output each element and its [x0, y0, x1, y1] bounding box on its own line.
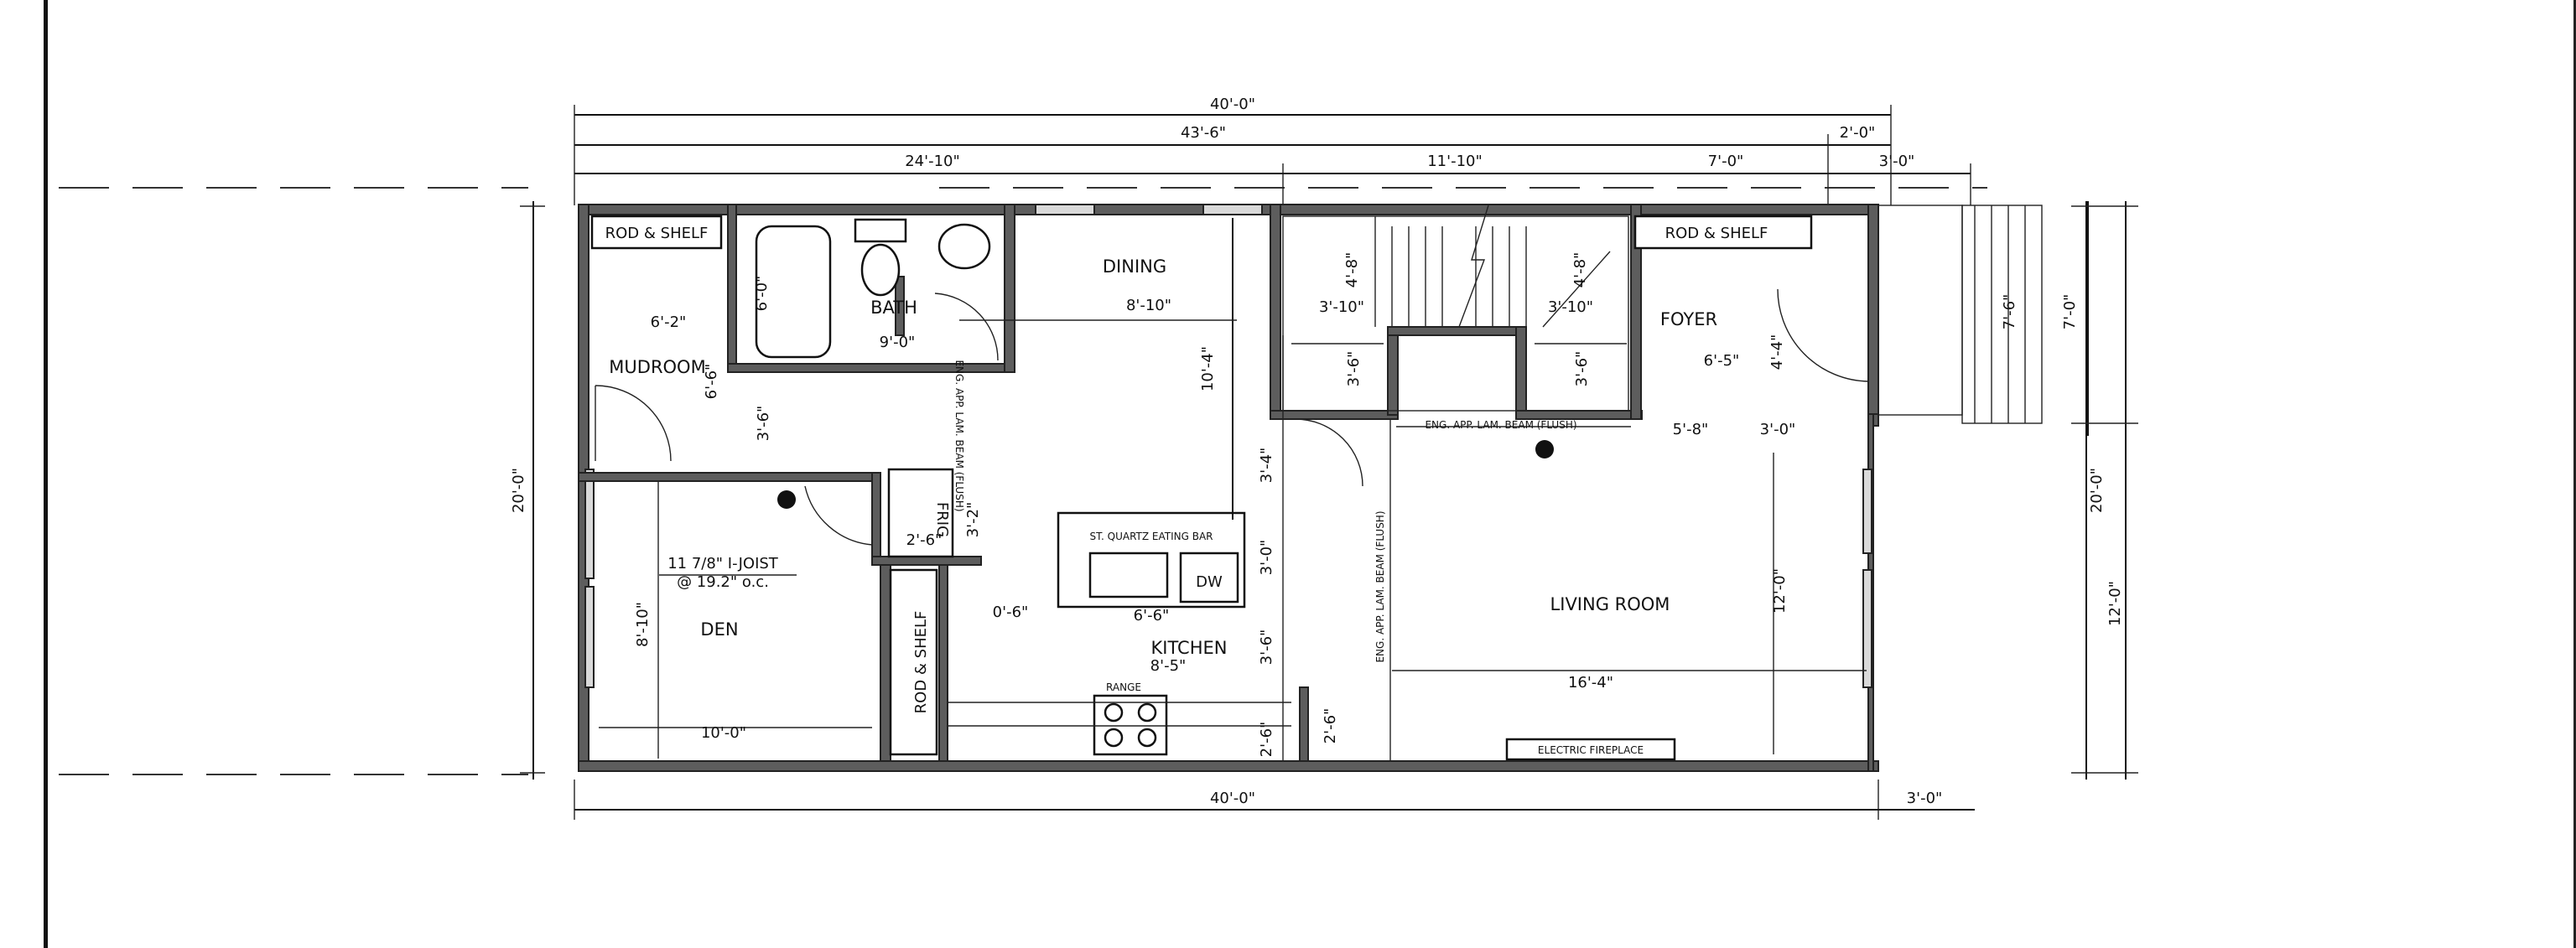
label-beam-flush: ENG. APP. LAM. BEAM (FLUSH) — [1425, 419, 1576, 431]
dim-dining-height: 10'-4" — [1199, 346, 1217, 391]
label-bath: BATH — [870, 298, 917, 318]
burner-icon — [1137, 728, 1157, 748]
top-dimension-lines — [574, 105, 1971, 205]
dim-subtotal-top: 43'-6" — [1181, 124, 1226, 142]
label-kitchen: KITCHEN — [1151, 638, 1228, 658]
door-swings — [595, 288, 1869, 546]
dim-porch-top: 2'-0" — [1840, 124, 1876, 142]
dim-den-width: 10'-0" — [701, 724, 746, 742]
dim-frig-width: 2'-6" — [906, 531, 943, 549]
dim-right-height: 20'-0" — [2088, 468, 2106, 513]
dim-stair-e: 3'-6" — [1345, 351, 1363, 387]
toilet-icon — [860, 243, 901, 297]
dim-bath-depth: 6'-0" — [753, 276, 771, 312]
dim-kitchen-c: 3'-6" — [1258, 629, 1275, 666]
dim-overall-bottom: 40'-0" — [1210, 790, 1255, 807]
fridge-box — [887, 468, 954, 558]
dim-foyer-c: 5'-8" — [1673, 421, 1709, 438]
closet-vertical — [889, 568, 938, 756]
page-right-border — [2573, 0, 2576, 948]
label-beam-vertical: ENG. APP. LAM. BEAM (FLUSH) — [953, 360, 965, 511]
burner-icon — [1104, 702, 1124, 723]
label-den: DEN — [700, 619, 738, 640]
label-dining: DINING — [1103, 256, 1166, 277]
sink-icon — [937, 223, 991, 270]
panel-icon — [1535, 440, 1554, 458]
bottom-dimension-lines — [574, 780, 1975, 820]
dim-left-height: 20'-0" — [510, 468, 527, 513]
dim-foyer-d: 3'-0" — [1760, 421, 1796, 438]
range-box — [1093, 694, 1168, 756]
porch — [1877, 205, 2043, 424]
burner-icon — [1137, 702, 1157, 723]
panel-icon — [777, 490, 796, 509]
dim-hall-height: 3'-6" — [755, 406, 772, 442]
label-rod-shelf-vertical: ROD & SHELF — [912, 611, 930, 714]
interior-walls — [578, 204, 1643, 762]
burner-icon — [1104, 728, 1124, 748]
label-living-room: LIVING ROOM — [1550, 594, 1670, 614]
dim-segment-b: 11'-10" — [1427, 153, 1483, 170]
dim-segment-c: 7'-0" — [1708, 153, 1744, 170]
closet-right — [1633, 215, 1813, 250]
dim-segment-d: 3'-0" — [1879, 153, 1915, 170]
label-joist-2: @ 19.2" o.c. — [677, 573, 769, 591]
label-range: RANGE — [1106, 681, 1141, 693]
dim-frig-height: 3'-2" — [964, 502, 982, 538]
dim-foyer-a: 6'-5" — [1704, 352, 1740, 370]
dim-living-width: 16'-4" — [1568, 674, 1613, 692]
dim-right-lower: 12'-0" — [2106, 581, 2124, 626]
label-beam-living: ENG. APP. LAM. BEAM (FLUSH) — [1374, 510, 1386, 662]
dim-living-height: 12'-0" — [1771, 568, 1789, 614]
dim-stair-height-b: 7'-0" — [2061, 294, 2079, 330]
label-island: ST. QUARTZ EATING BAR — [1089, 531, 1213, 542]
fireplace-box — [1505, 738, 1676, 761]
dim-kitchen-d: 2'-6" — [1258, 722, 1275, 758]
dim-overall-top: 40'-0" — [1210, 96, 1255, 113]
label-frig: FRIG — [933, 502, 951, 537]
closet-left — [590, 215, 723, 250]
dim-foyer-b: 4'-4" — [1768, 334, 1786, 370]
dishwasher-box — [1179, 552, 1239, 604]
dim-kitchen-a: 3'-4" — [1258, 448, 1275, 484]
dim-stair-d: 4'-8" — [1571, 252, 1589, 288]
exterior-walls — [578, 204, 1879, 772]
dim-kitchen-h: 0'-6" — [993, 604, 1029, 621]
dim-stair-f: 3'-6" — [1573, 351, 1591, 387]
dim-dining-width: 8'-10" — [1126, 297, 1171, 314]
staircase — [1282, 205, 1629, 412]
label-rod-shelf-right: ROD & SHELF — [1665, 225, 1768, 242]
label-mudroom: MUDROOM — [609, 357, 705, 377]
label-rod-shelf-left: ROD & SHELF — [605, 225, 709, 242]
dim-kitchen-g: 2'-6" — [1322, 708, 1339, 744]
side-dimension-lines — [520, 201, 2138, 780]
dim-mudroom-width: 6'-2" — [651, 313, 687, 331]
dim-kitchen-b: 3'-0" — [1258, 540, 1275, 576]
bathtub-icon — [755, 225, 832, 359]
dim-stair-a: 3'-10" — [1319, 298, 1364, 316]
dim-kitchen-e: 6'-6" — [1134, 607, 1170, 624]
dim-bath-width: 9'-0" — [880, 334, 916, 351]
dim-den-height: 8'-10" — [634, 602, 652, 647]
dim-kitchen-width: 8'-5" — [1150, 657, 1187, 675]
dim-stair-c: 4'-8" — [1343, 252, 1361, 288]
dim-porch-bottom: 3'-0" — [1907, 790, 1943, 807]
page-left-border — [44, 0, 48, 948]
label-fireplace: ELECTRIC FIREPLACE — [1538, 744, 1644, 756]
label-foyer: FOYER — [1660, 309, 1717, 329]
dim-stair-height: 7'-6" — [2001, 294, 2018, 330]
label-joist-1: 11 7/8" I-JOIST — [667, 555, 779, 572]
dim-mudroom-height: 6'-6" — [703, 364, 720, 400]
dim-stair-b: 3'-10" — [1548, 298, 1593, 316]
label-dw: DW — [1196, 573, 1223, 591]
toilet-tank-icon — [854, 218, 907, 243]
double-sink-icon — [1088, 552, 1169, 598]
dim-segment-a: 24'-10" — [905, 153, 960, 170]
